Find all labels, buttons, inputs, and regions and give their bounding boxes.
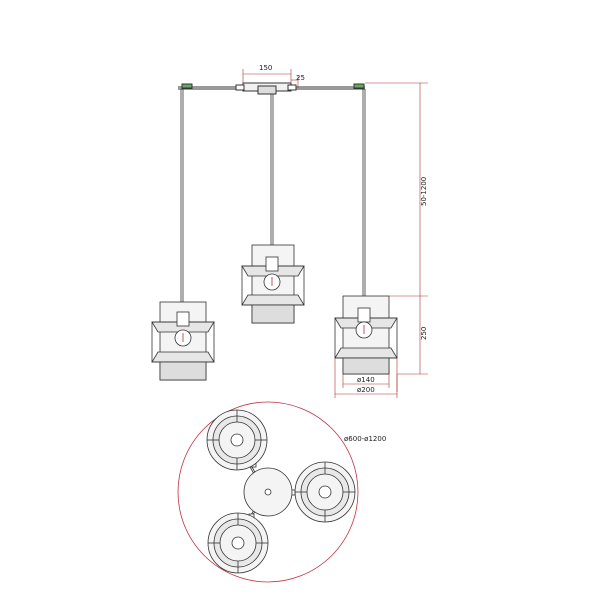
plan-shade-top-left <box>206 409 268 471</box>
pendant-middle <box>241 244 305 324</box>
pendant-left <box>151 301 215 381</box>
canopy-width-dimension <box>242 69 299 88</box>
inner-diameter-label: ø140 <box>357 376 375 384</box>
canopy-width-label: 150 <box>259 64 272 72</box>
lamp-height-label: 250 <box>420 327 428 340</box>
spread-diameter-label: ø600-ø1200 <box>344 435 386 443</box>
spread-circle <box>177 401 359 583</box>
pendant-right <box>334 295 398 375</box>
plan-shade-bottom-left <box>207 512 269 574</box>
plan-canopy <box>243 467 293 517</box>
outer-diameter-label: ø200 <box>357 386 375 394</box>
cables <box>180 89 366 305</box>
ceiling-rail <box>178 82 365 95</box>
cable-length-label: 50-1200 <box>420 177 428 206</box>
plan-shade-right <box>294 461 356 523</box>
offset-label: 25 <box>296 74 305 82</box>
vertical-dimensions <box>365 82 428 392</box>
diameter-dimensions <box>334 358 398 398</box>
